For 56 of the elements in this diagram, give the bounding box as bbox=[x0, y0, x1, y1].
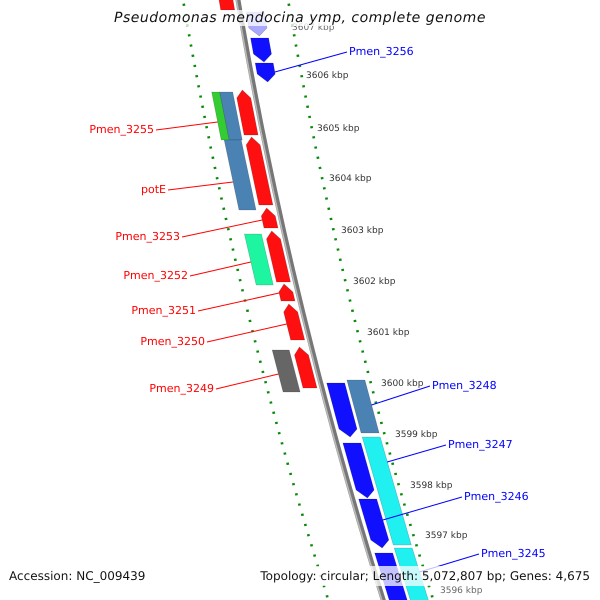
gene-block bbox=[346, 380, 380, 434]
scale-label: 3607 kbp bbox=[292, 24, 334, 33]
gene-block bbox=[283, 304, 306, 340]
scale-label: 3599 kbp bbox=[395, 431, 438, 440]
gene-block bbox=[362, 436, 412, 546]
gene-label: Pmen_3248 bbox=[432, 380, 497, 391]
leader-line bbox=[382, 496, 462, 520]
gene-block bbox=[278, 284, 296, 302]
gene-block bbox=[246, 136, 274, 206]
scale-label: 3602 kbp bbox=[353, 278, 396, 287]
gene-label: Pmen_3251 bbox=[131, 305, 196, 316]
gene-label: Pmen_3252 bbox=[123, 270, 188, 281]
scale-label: 3604 kbp bbox=[329, 175, 372, 184]
scale-label: 3598 kbp bbox=[410, 482, 452, 491]
leader-line bbox=[371, 386, 430, 406]
leader-line bbox=[216, 374, 279, 390]
gene-block bbox=[358, 498, 390, 548]
gene-block bbox=[250, 38, 272, 62]
gene-block bbox=[260, 208, 278, 228]
gene-label: Pmen_3247 bbox=[448, 439, 513, 450]
leader-line bbox=[182, 220, 263, 238]
gene-label: Pmen_3246 bbox=[464, 491, 529, 502]
gene-block bbox=[326, 382, 358, 438]
gene-block bbox=[272, 350, 300, 392]
gene-block bbox=[254, 62, 276, 82]
gene-block bbox=[294, 346, 318, 388]
title: Pseudomonas mendocina ymp, complete genome bbox=[112, 10, 488, 26]
leader-line bbox=[386, 444, 446, 462]
gene-block bbox=[236, 90, 258, 136]
leader-line bbox=[198, 292, 280, 312]
info-text: Topology: circular; Length: 5,072,807 bp; Genes: 4,675 bbox=[260, 570, 590, 582]
gene-label: potE bbox=[141, 184, 166, 195]
scale-label: 3600 kbp bbox=[381, 380, 424, 389]
leader-line bbox=[156, 122, 218, 130]
info-text: Accession: NC_009439 bbox=[9, 570, 146, 582]
gene-block bbox=[342, 442, 374, 498]
gene-block bbox=[244, 234, 274, 286]
leader-line bbox=[206, 324, 288, 342]
leader-line bbox=[190, 262, 252, 276]
gene-block bbox=[224, 140, 256, 210]
gene-label: Pmen_3249 bbox=[149, 383, 214, 394]
scale-label: 3605 kbp bbox=[317, 125, 360, 134]
leader-line bbox=[274, 52, 348, 72]
leader-line bbox=[168, 182, 234, 190]
gene-block bbox=[211, 92, 230, 140]
scale-label: 3601 kbp bbox=[367, 329, 410, 338]
scale-label: 3603 kbp bbox=[341, 227, 384, 236]
gene-label: Pmen_3245 bbox=[481, 548, 546, 559]
gene-label: Pmen_3256 bbox=[349, 46, 414, 57]
gene-label: Pmen_3253 bbox=[115, 231, 180, 242]
scale-label: 3606 kbp bbox=[306, 72, 348, 81]
scale-label: 3597 kbp bbox=[425, 532, 468, 541]
gene-label: Pmen_3250 bbox=[140, 336, 205, 347]
gene-block bbox=[219, 92, 243, 140]
gene-label: Pmen_3255 bbox=[89, 124, 154, 135]
scale-label: 3596 kbp bbox=[440, 587, 482, 596]
